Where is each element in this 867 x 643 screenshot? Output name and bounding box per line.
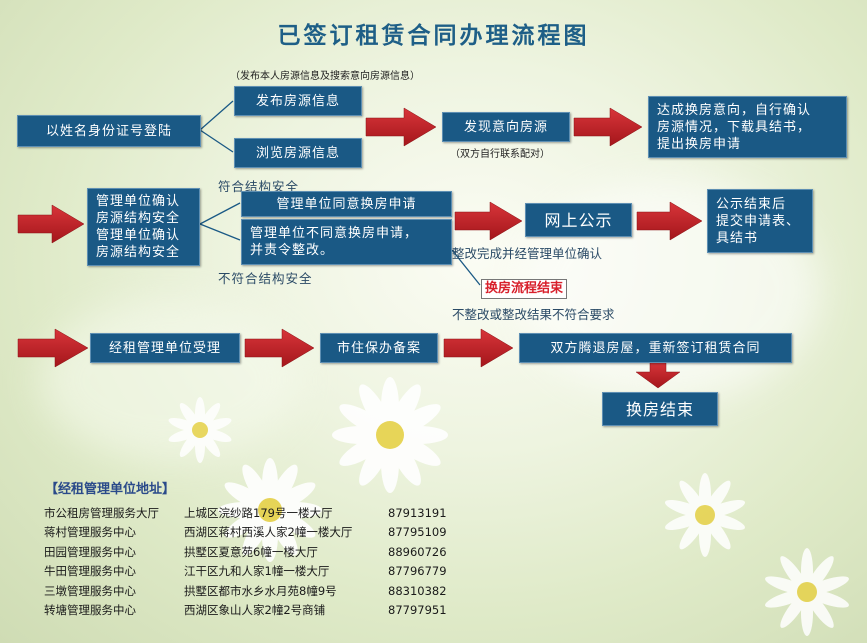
address-table: 市公租房管理服务大厅 上城区浣纱路179号一楼大厅 87913191 蒋村管理服… [44, 503, 468, 620]
arrow-right-icon [365, 107, 437, 147]
disapprove-line-2: 并责令整改。 [250, 243, 335, 258]
table-row: 三墩管理服务中心 拱墅区都市水乡水月苑8幢9号 88310382 [44, 583, 447, 598]
address-title: 【经租管理单位地址】 [45, 482, 176, 497]
branch-line-confirm [199, 202, 241, 241]
arrow-right-icon [454, 201, 523, 241]
daisy-decoration [332, 377, 448, 493]
branch-line-login [199, 100, 234, 153]
publicity-step: 网上公示 [525, 203, 632, 237]
table-row: 蒋村管理服务中心 西湖区蒋村西溪人家2幢一楼大厅 87795109 [44, 525, 447, 540]
daisy-decoration [765, 548, 849, 636]
browse-step: 浏览房源信息 [234, 138, 362, 168]
disapprove-line-1: 管理单位不同意换房申请， [250, 226, 419, 241]
arrow-right-icon [244, 328, 315, 368]
table-row: 市公租房管理服务大厅 上城区浣纱路179号一楼大厅 87913191 [44, 505, 447, 520]
daisy-decoration [168, 397, 232, 463]
conform-label: 符合结构安全 [218, 179, 300, 194]
arrow-right-icon [636, 201, 703, 241]
rectify-ok-label: 整改完成并经管理单位确认 [452, 246, 603, 261]
confirm-line-4: 房源结构安全 [96, 245, 181, 260]
confirm-step: 管理单位确认 房源结构安全 管理单位确认 房源结构安全 [87, 188, 200, 266]
rectify-fail-label: 不整改或整改结果不符合要求 [452, 307, 615, 322]
table-row: 田园管理服务中心 拱墅区夏意苑6幢一楼大厅 88960726 [44, 544, 447, 559]
filing-step: 市住保办备案 [320, 333, 438, 363]
agree-line-1: 达成换房意向，自行确认 [657, 102, 812, 118]
arrow-right-icon [17, 204, 85, 244]
find-step: 发现意向房源 [442, 112, 570, 142]
disapprove-step: 管理单位不同意换房申请， 并责令整改。 [241, 219, 452, 265]
arrow-down-icon [635, 361, 681, 389]
submit-line-3: 具结书 [716, 230, 759, 246]
table-row: 牛田管理服务中心 江干区九和人家1幢一楼大厅 87796779 [44, 564, 447, 579]
approve-step: 管理单位同意换房申请 [241, 191, 452, 217]
vacate-step: 双方腾退房屋，重新签订租赁合同 [519, 333, 792, 363]
agree-line-3: 提出换房申请 [657, 136, 742, 152]
submit-line-2: 提交申请表、 [716, 213, 801, 229]
not-conform-label: 不符合结构安全 [218, 271, 313, 286]
arrow-right-icon [573, 107, 643, 147]
branch-line-disapprove [451, 249, 481, 286]
background-glow [40, 300, 300, 460]
agree-line-2: 房源情况，下载具结书， [657, 119, 812, 135]
confirm-line-3: 管理单位确认 [96, 228, 181, 243]
agree-step: 达成换房意向，自行确认 房源情况，下载具结书， 提出换房申请 [648, 96, 847, 158]
flow-end-badge: 换房流程结束 [481, 279, 568, 299]
find-note: （双方自行联系配对） [450, 149, 550, 160]
arrow-right-icon [17, 328, 89, 368]
table-row: 转塘管理服务中心 西湖区象山人家2幢2号商铺 87797951 [44, 603, 447, 618]
submit-step: 公示结束后 提交申请表、 具结书 [707, 189, 813, 253]
page-title: 已签订租赁合同办理流程图 [277, 23, 590, 49]
daisy-decoration [664, 473, 746, 557]
finish-step: 换房结束 [602, 392, 718, 426]
accept-step: 经租管理单位受理 [90, 333, 240, 363]
daisy-decoration [218, 458, 322, 562]
confirm-line-1: 管理单位确认 [96, 194, 181, 209]
publish-note: （发布本人房源信息及搜索意向房源信息） [230, 71, 420, 82]
publish-step: 发布房源信息 [234, 86, 362, 116]
submit-line-1: 公示结束后 [716, 196, 787, 212]
arrow-right-icon [443, 328, 514, 368]
confirm-line-2: 房源结构安全 [96, 211, 181, 226]
login-step: 以姓名身份证号登陆 [17, 115, 201, 147]
